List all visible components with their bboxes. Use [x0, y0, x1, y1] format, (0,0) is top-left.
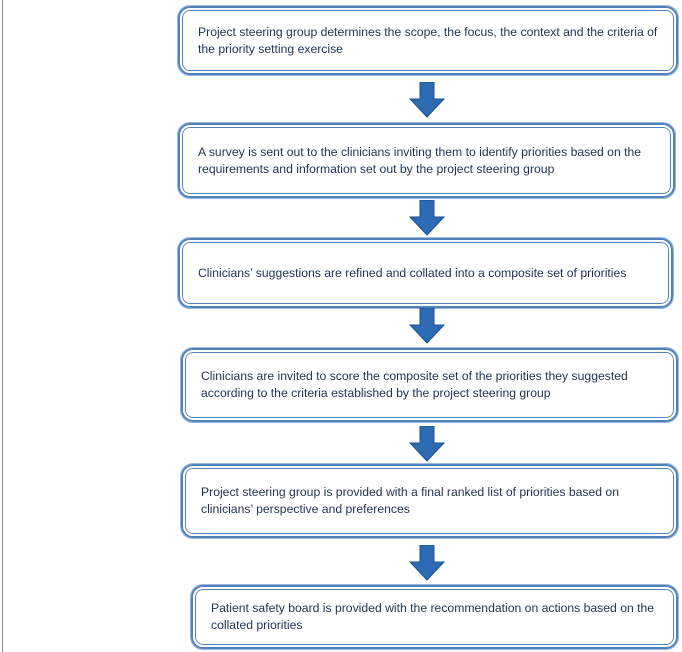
down-arrow-icon	[409, 308, 445, 344]
page-edge-rule	[2, 0, 3, 652]
step-box-5: Project steering group is provided with …	[180, 463, 679, 539]
step-text-5: Project steering group is provided with …	[201, 485, 619, 516]
step-box-2: A survey is sent out to the clinicians i…	[177, 122, 676, 199]
step-box-4: Clinicians are invited to score the comp…	[180, 347, 679, 423]
step-box-3: Clinicians’ suggestions are refined and …	[177, 237, 674, 309]
step-text-6: Patient safety board is provided with th…	[211, 601, 655, 632]
step-box-6: Patient safety board is provided with th…	[190, 584, 679, 650]
down-arrow-icon	[409, 426, 445, 462]
down-arrow-icon	[409, 82, 445, 118]
step-text-2: A survey is sent out to the clinicians i…	[198, 144, 642, 176]
step-text-4: Clinicians are invited to score the comp…	[201, 369, 628, 400]
step-text-3: Clinicians’ suggestions are refined and …	[198, 265, 627, 280]
step-box-1: Project steering group determines the sc…	[177, 5, 679, 76]
down-arrow-icon	[409, 200, 445, 236]
down-arrow-icon	[409, 545, 445, 581]
step-text-1: Project steering group determines the sc…	[198, 24, 658, 56]
